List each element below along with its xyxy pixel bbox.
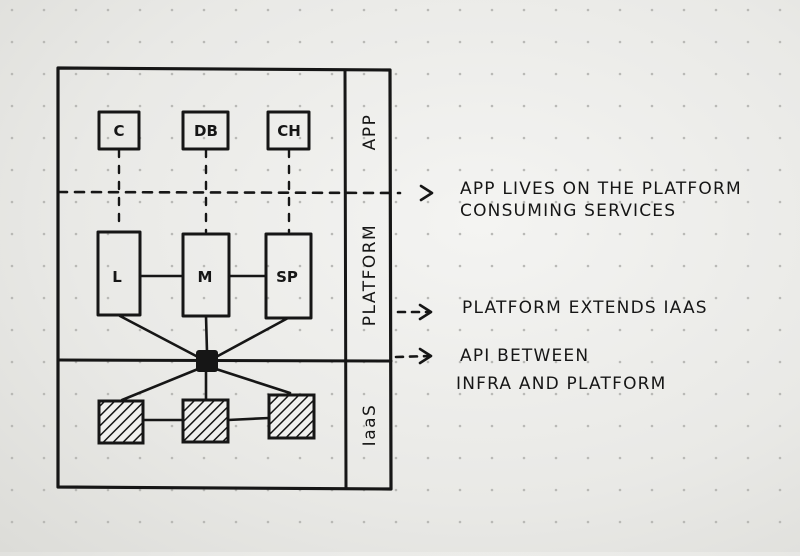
link-l-hub [118,314,200,359]
layer-label-platform: PLATFORM [360,224,380,326]
iaas-box-2 [181,398,230,444]
app-box-c-label: C [113,122,124,140]
app-platform-divider [56,190,402,195]
app-box-ch-label: CH [277,122,301,140]
platform-iaas-divider [56,358,393,363]
link-hub-iaas-right [214,367,292,395]
api-hub [196,350,218,372]
platform-box-l-label: L [112,268,122,286]
iaas-box-3 [267,393,316,440]
note-platform: PLATFORM EXTENDS IAAS [462,298,708,318]
link-hub-iaas-left [120,367,200,402]
link-sp-hub [214,316,290,359]
note-api-line2: INFRA AND PLATFORM [456,374,667,394]
layer-label-app: APP [360,114,380,151]
app-box-db-label: DB [194,122,218,140]
arrowhead-app-note [419,184,434,202]
label-column-divider [343,68,348,490]
note-app-line1: APP LIVES ON THE PLATFORM [460,179,742,199]
platform-box-l [96,230,142,317]
note-api-line1: API BETWEEN [460,346,589,366]
link-iaas-2-3 [226,416,271,422]
arrowhead-api-note [418,347,433,365]
platform-box-sp-label: SP [276,268,298,286]
outer-frame [56,66,393,491]
platform-box-m-label: M [198,268,213,286]
layer-label-iaas: IaaS [360,404,380,447]
link-m-hub [204,314,209,354]
arrowhead-platform-note [418,303,433,321]
arrow-api-note [394,354,432,359]
note-app-line2: CONSUMING SERVICES [460,201,676,221]
iaas-box-1 [97,399,145,445]
